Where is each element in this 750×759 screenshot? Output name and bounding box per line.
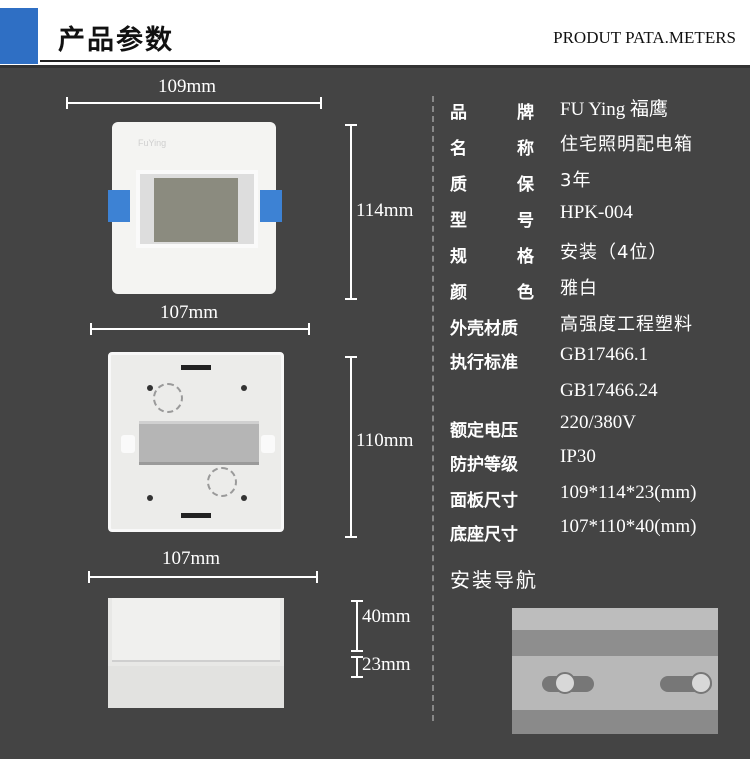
spec-label: 名称 bbox=[450, 139, 534, 159]
column-divider bbox=[432, 96, 434, 721]
spec-label: 质保 bbox=[450, 175, 534, 195]
dim-line-base-width bbox=[90, 323, 310, 335]
side-view-image bbox=[108, 598, 284, 708]
spec-value-brand: FU Ying 福鹰 bbox=[560, 99, 669, 120]
spec-label: 型号 bbox=[450, 211, 534, 231]
page-title-en: PRODUT PATA.METERS bbox=[553, 28, 736, 47]
spec-value-color: 雅白 bbox=[560, 278, 598, 299]
dim-side-width: 107mm bbox=[162, 548, 221, 569]
dim-panel-height: 114mm bbox=[356, 200, 414, 221]
dim-line-side-23 bbox=[351, 656, 363, 678]
spec-label: 底座尺寸 bbox=[450, 525, 518, 545]
dim-side-depth-panel: 23mm bbox=[362, 654, 411, 675]
screw-icon bbox=[690, 672, 712, 694]
dim-line-side-40 bbox=[351, 600, 363, 652]
dim-panel-width: 109mm bbox=[158, 76, 217, 97]
spec-value-protection: IP30 bbox=[560, 446, 596, 467]
base-image bbox=[108, 352, 284, 532]
dim-line-side-width bbox=[88, 571, 318, 583]
panel-window bbox=[136, 170, 258, 248]
spec-value-standard-1: GB17466.1 bbox=[560, 344, 649, 365]
spec-label: 规格 bbox=[450, 247, 534, 267]
dim-side-depth-base: 40mm bbox=[362, 606, 411, 627]
spec-label: 防护等级 bbox=[450, 455, 518, 475]
rail-photo bbox=[512, 608, 718, 734]
panel-image: FuYing bbox=[108, 122, 282, 294]
spec-value-panel-size: 109*114*23(mm) bbox=[560, 482, 697, 503]
panel-tab-left bbox=[108, 190, 130, 222]
spec-value-base-size: 107*110*40(mm) bbox=[560, 516, 697, 537]
spec-value-name: 住宅照明配电箱 bbox=[560, 134, 693, 155]
spec-value-warranty: 3年 bbox=[560, 170, 592, 191]
header-bar: 产品参数 PRODUT PATA.METERS bbox=[0, 0, 750, 68]
panel-tab-right bbox=[260, 190, 282, 222]
install-guide-label: 安装导航 bbox=[450, 568, 538, 592]
header-accent bbox=[0, 8, 38, 64]
dim-line-panel-height bbox=[345, 124, 357, 300]
spec-label: 品牌 bbox=[450, 103, 534, 123]
spec-label: 额定电压 bbox=[450, 421, 518, 441]
screw-icon bbox=[554, 672, 576, 694]
dim-line-base-height bbox=[345, 356, 357, 538]
dim-base-height: 110mm bbox=[356, 430, 414, 451]
spec-label: 面板尺寸 bbox=[450, 491, 518, 511]
spec-value-material: 高强度工程塑料 bbox=[560, 314, 693, 335]
dim-line-panel-width bbox=[66, 97, 322, 109]
dim-base-width: 107mm bbox=[160, 302, 219, 323]
spec-value-voltage: 220/380V bbox=[560, 412, 636, 433]
spec-value-model: HPK-004 bbox=[560, 202, 633, 223]
spec-value-spec: 安装（4位） bbox=[560, 242, 668, 263]
page-title: 产品参数 bbox=[58, 25, 174, 56]
din-rail bbox=[139, 421, 259, 465]
title-underline bbox=[40, 60, 220, 62]
spec-label: 执行标准 bbox=[450, 353, 518, 373]
panel-brand: FuYing bbox=[138, 138, 167, 148]
spec-value-standard-2: GB17466.24 bbox=[560, 380, 658, 401]
spec-label: 外壳材质 bbox=[450, 319, 518, 339]
spec-label: 颜色 bbox=[450, 283, 534, 303]
